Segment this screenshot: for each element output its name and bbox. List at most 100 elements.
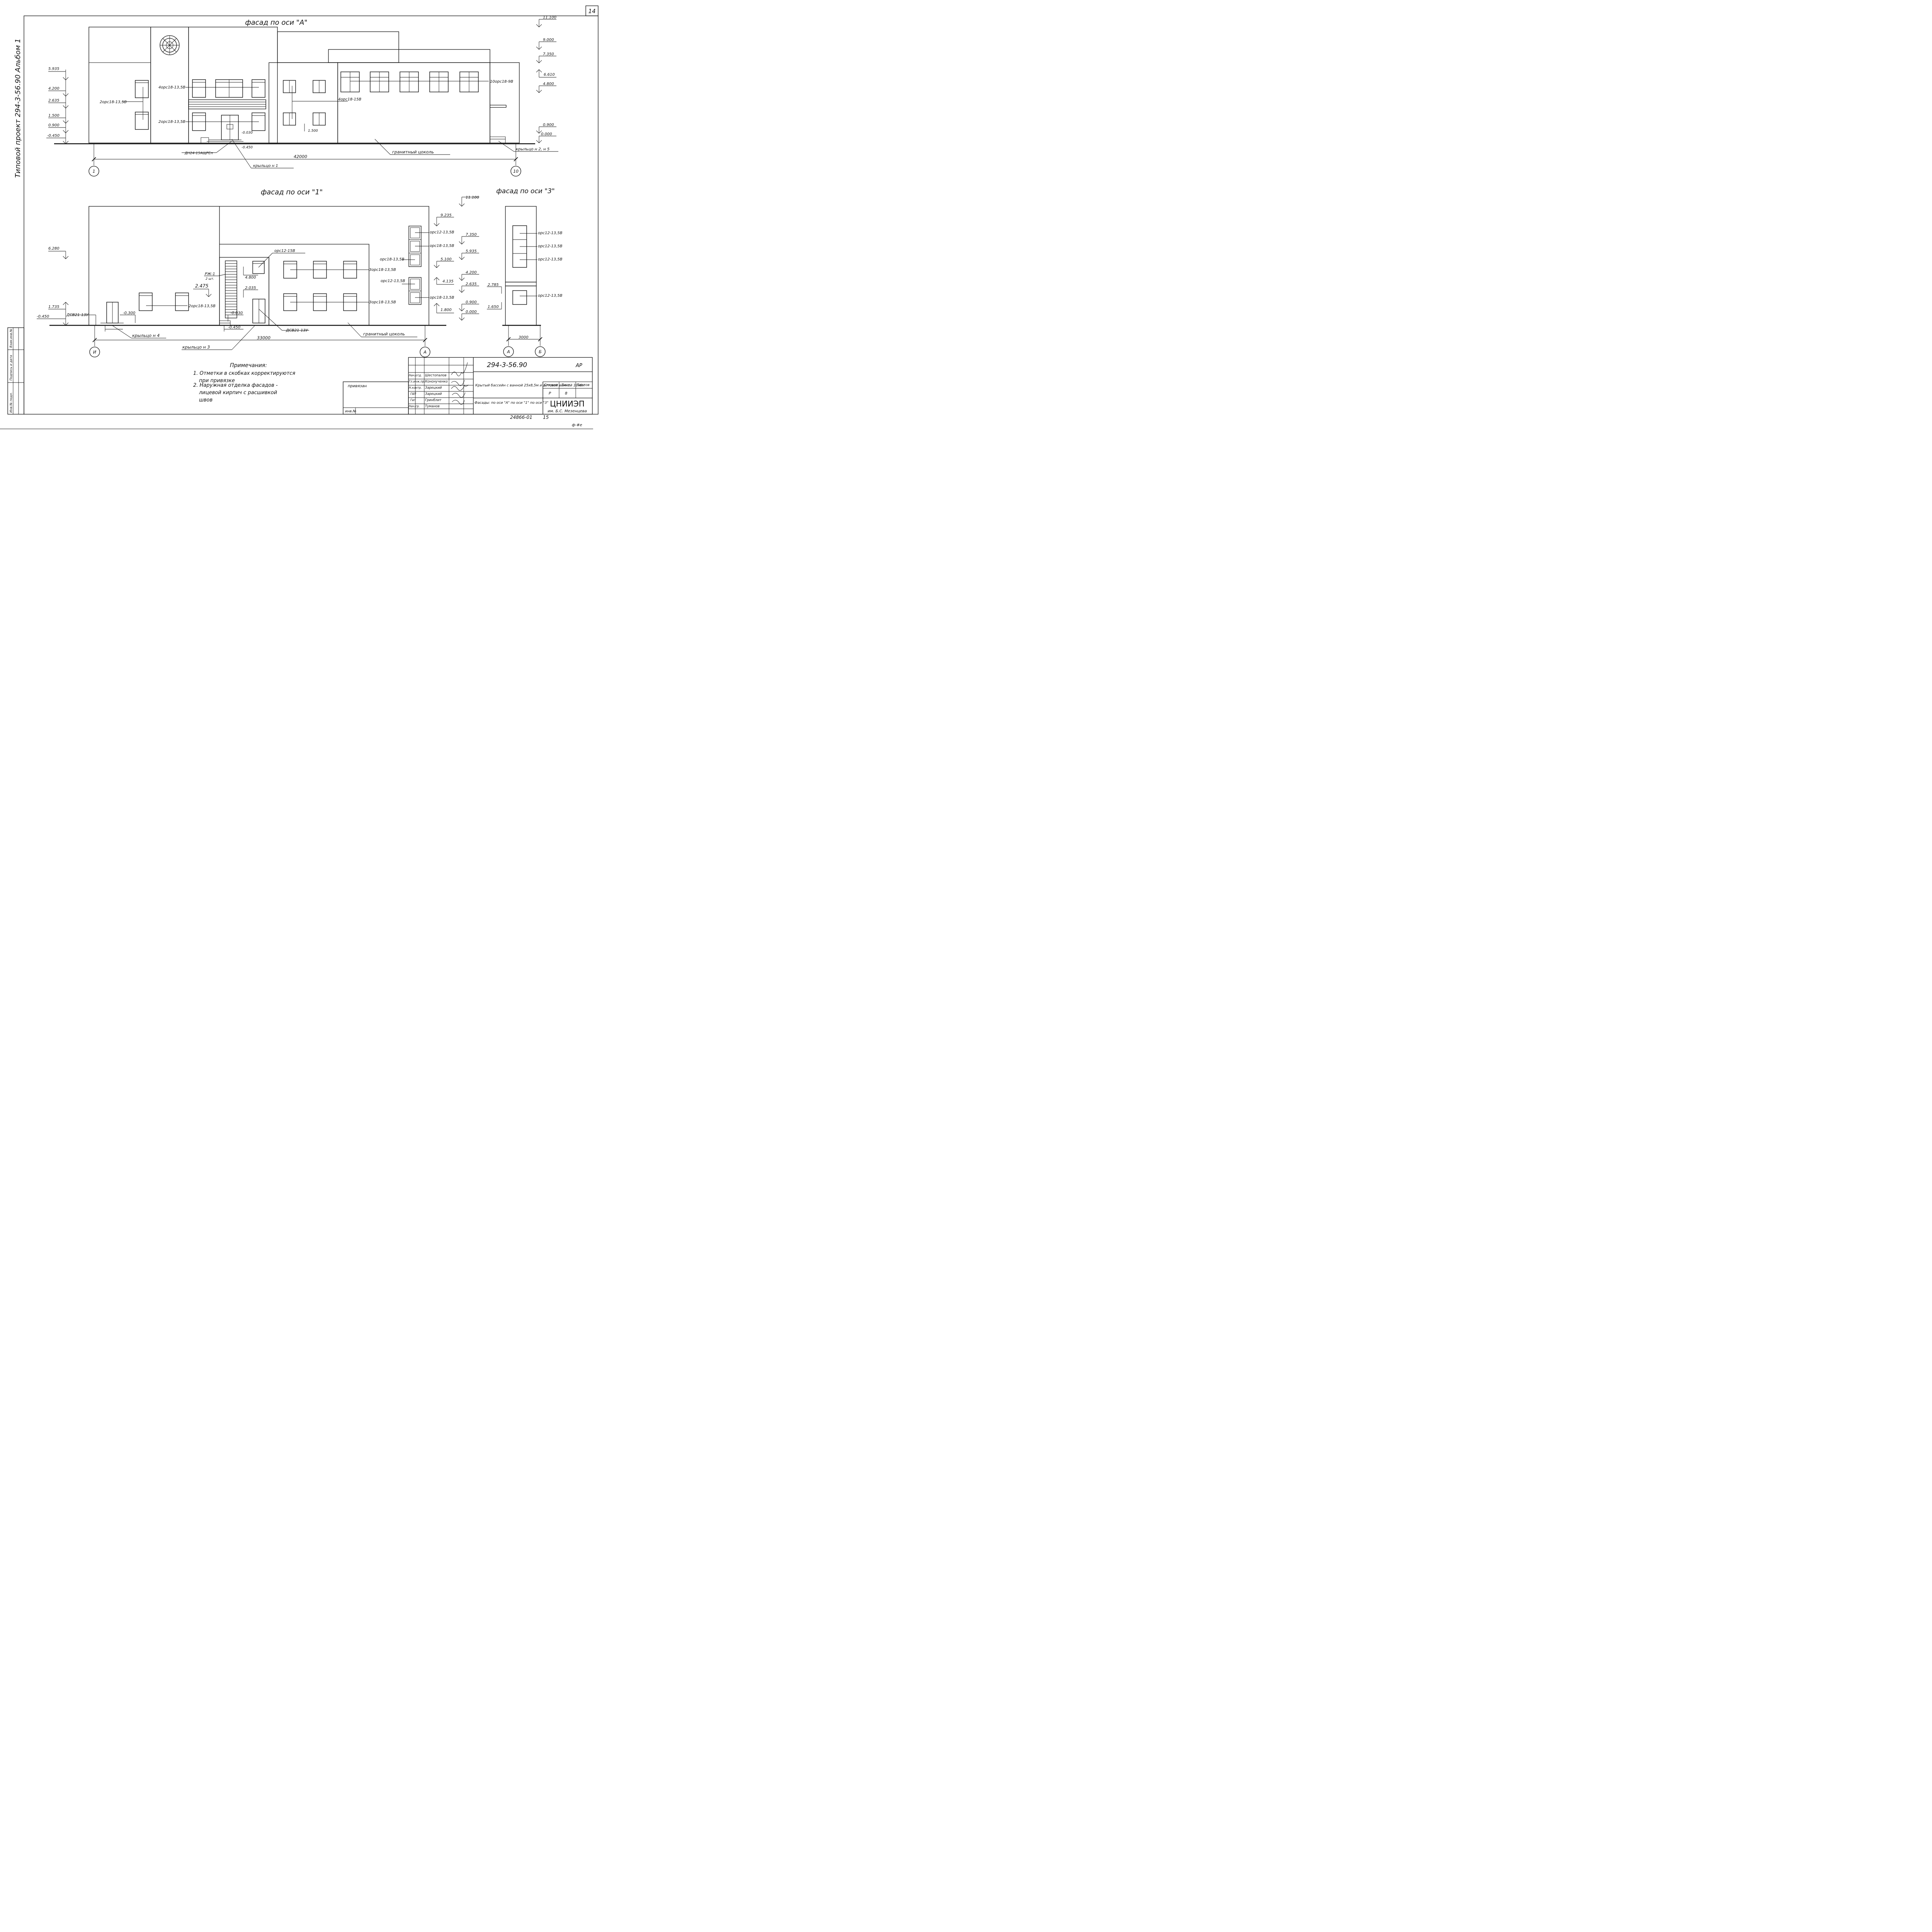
level-a-0000: 0.000 — [541, 132, 552, 136]
label-a-win-left: 2орс18-13,5В — [100, 100, 127, 104]
louver-slats — [225, 263, 237, 315]
label-a-level-door: -0.030 — [242, 131, 253, 135]
level-a-6610: 6.610 — [544, 73, 555, 77]
axis-1-a: А — [423, 350, 427, 355]
stamp-org: ЦНИИЭП — [550, 399, 585, 408]
level-1-minus0300: -0.300 — [123, 311, 135, 315]
stamp-sheet-hdr: Лист — [561, 383, 570, 387]
stamp-sheet-mark: АР — [575, 363, 582, 369]
stamp-inv: инв.№ — [345, 410, 356, 413]
drawing-sheet: 14 Типовой проект 294-3-56.90 Альбом 1 И… — [0, 5, 599, 429]
level-1-2035: 2.035 — [245, 286, 256, 290]
level-1-1735: 1.735 — [48, 305, 60, 309]
page-number-box — [585, 5, 599, 16]
facade-3: фасад по оси "3" орс12-13,5В орс12-13,5В… — [487, 187, 563, 357]
stamp-format: ф-#е — [572, 423, 582, 427]
side-title: Типовой проект 294-3-56.90 Альбом 1 — [14, 39, 22, 178]
level-a-2635: 2.635 — [48, 99, 60, 103]
label-a-door: ДН24-15АЩРЕп — [184, 151, 213, 155]
stamp-archive-page: 15 — [543, 415, 549, 420]
sheet-frame — [24, 15, 599, 415]
name-3: Зарецкий — [425, 392, 442, 396]
stamp-code: 294-3-56.90 — [487, 361, 527, 369]
signature — [452, 400, 465, 405]
name-2: Зарецкий — [425, 386, 442, 390]
label-a-win-right: 10орс18-9В — [490, 80, 513, 84]
label-1-tower-2: орс18-13,5В — [430, 244, 454, 248]
notes-title: Примечания: — [230, 362, 267, 369]
label-1-win-left: 2орс18-13,5В — [189, 304, 216, 308]
axis-3-b: Б — [539, 349, 542, 354]
side-stamp-sign: Подпись и дата — [9, 355, 13, 381]
axis-3-a: А — [507, 349, 510, 354]
level-a-4800: 4.800 — [543, 82, 554, 86]
level-1-2475: 2.475 — [195, 283, 208, 289]
level-1-7350: 7.350 — [466, 233, 477, 237]
level-1-5935: 5.935 — [466, 249, 477, 253]
label-a-porch-1: крыльцо н 1 — [253, 164, 278, 168]
role-0: Нач.отд. — [409, 374, 422, 377]
label-1-door-center: ДСВ21-13У — [286, 328, 308, 333]
label-1-tower-3: орс18-13,5В — [380, 257, 405, 262]
level-a-7350: 7.350 — [543, 52, 554, 56]
label-1-win-mid-top: 3орс18-13,5В — [369, 268, 396, 272]
level-1-4135: 4.135 — [442, 279, 454, 284]
label-1-win-mid-bottom: 3орс18-13,5В — [369, 300, 396, 304]
label-a-dimension: 42000 — [294, 154, 307, 159]
note-2-cont: лицевой кирпич с расшивкой — [199, 390, 277, 396]
stamp-sheets-hdr: Листов — [576, 383, 590, 387]
level-1-4800: 4.800 — [245, 276, 256, 280]
label-3-w2: орс12-13,5В — [538, 244, 563, 248]
label-a-win-center-top: 4орс18-13,5В — [158, 85, 185, 90]
label-a-level-mid: 1.500 — [308, 129, 318, 133]
level-1-minus0450-door: -0.450 — [228, 325, 240, 330]
facade-1-level-marks — [37, 197, 479, 332]
side-stamp: Инв.№ подл. Подпись и дата Взам.инв.№ — [7, 327, 24, 415]
label-1-tower-4: орс12-13,5В — [381, 279, 405, 283]
label-1-porch-4: крыльцо н 4 — [132, 333, 160, 338]
facade-1-title: фасад по оси "1" — [261, 188, 323, 196]
level-1-0900: 0.900 — [466, 300, 477, 304]
label-1-door-left: ДСВ21-13У — [66, 313, 89, 317]
title-block: привязан инв.№ 294-3-56.90 АР Нач.отд. Г… — [343, 357, 593, 427]
label-1-plinth: гранитный цоколь — [363, 332, 405, 337]
note-1-cont: при привязке — [199, 378, 235, 384]
stamp-stage: Р — [549, 391, 551, 396]
level-1-minus0450: -0.450 — [37, 315, 49, 319]
level-1-4200: 4.200 — [466, 270, 477, 275]
level-a-4200: 4.200 — [48, 87, 60, 91]
level-1-9235: 9.235 — [440, 213, 452, 218]
level-a-minus0450: -0.450 — [47, 134, 60, 138]
axis-a-10: 10 — [513, 169, 519, 174]
signature — [451, 380, 465, 386]
level-a-0900-right: 0.900 — [543, 123, 554, 127]
notes: Примечания: 1. Отметки в скобках коррект… — [193, 362, 295, 403]
level-1-1800: 1.800 — [440, 308, 452, 312]
label-3-w4: орс12-13,5В — [538, 294, 563, 298]
facade-a-levels-left — [46, 70, 69, 144]
label-a-plinth: гранитный цоколь — [392, 150, 434, 155]
role-3: ГАП — [410, 392, 416, 396]
role-2: Н.контр. — [409, 386, 422, 389]
level-1-5100: 5.100 — [440, 257, 452, 262]
level-a-1500: 1.500 — [48, 114, 60, 118]
label-1-tower-5: орс18-13,5В — [430, 296, 454, 300]
page-number: 14 — [588, 8, 595, 15]
level-a-5935: 5.935 — [48, 67, 60, 71]
level-a-11100: 11.100 — [543, 15, 556, 20]
facade-1: фасад по оси "1" — [37, 188, 479, 357]
label-3-l2: 1.650 — [488, 305, 499, 309]
stamp-stage-hdr: Стадия — [544, 383, 558, 387]
note-2: 2. Наружная отделка фасадов - — [193, 383, 278, 388]
facade-a-windows — [135, 71, 479, 131]
signature — [451, 362, 468, 376]
name-5: Туманов — [425, 405, 440, 408]
label-a-win-center-bottom: 2орс18-13,5В — [158, 120, 185, 124]
stamp-binding: привязан — [348, 384, 367, 388]
level-1-minus0030: -0.030 — [230, 311, 243, 315]
facade-a-title: фасад по оси "А" — [245, 19, 307, 27]
level-1-2635: 2.635 — [466, 282, 477, 286]
label-1-dimension: 33000 — [257, 335, 270, 340]
name-1: Кононученко — [425, 380, 448, 384]
facade-a: фасад по оси "А" — [46, 15, 558, 177]
